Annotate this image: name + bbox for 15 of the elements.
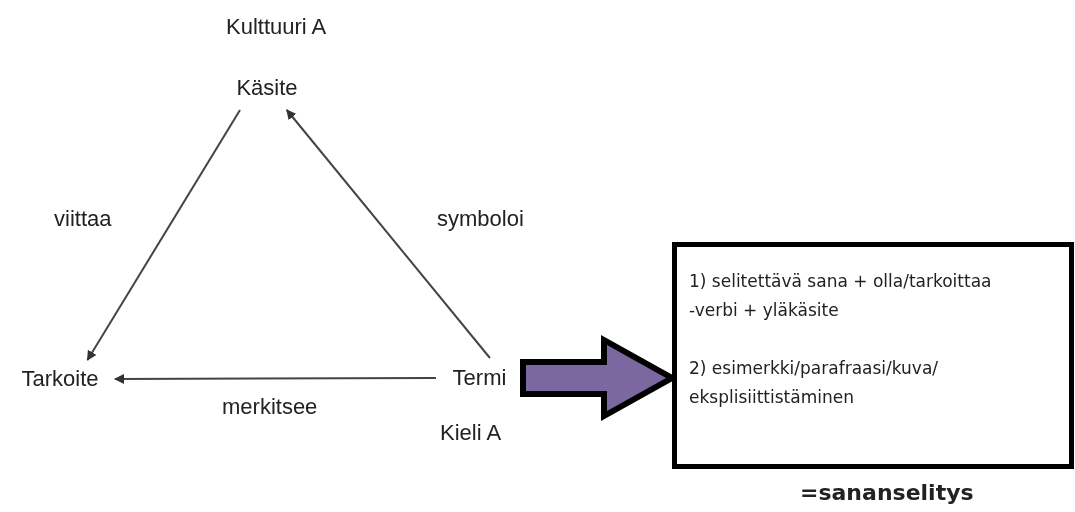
node-label: Kulttuuri A [226,14,327,40]
list-item: 2) esimerkki/parafraasi/kuva/ eksplisiittistäminen [689,357,940,409]
node-label: Termi [452,365,507,391]
node-label: Kieli A [440,420,502,446]
edge-label: symboloi [437,206,524,232]
list-item: 1) selitettävä sana + olla/tarkoittaa -verbi + yläkäsite [689,270,993,322]
node-label: Käsite [236,75,298,101]
arrow [285,109,491,359]
arrow [86,109,241,361]
arrow [114,373,437,384]
edge-label: merkitsee [222,394,318,420]
node-label: Tarkoite [21,366,99,392]
edge-label: viittaa [54,206,112,232]
node-label: =sananselitys [800,480,974,505]
text-box [672,242,1074,469]
